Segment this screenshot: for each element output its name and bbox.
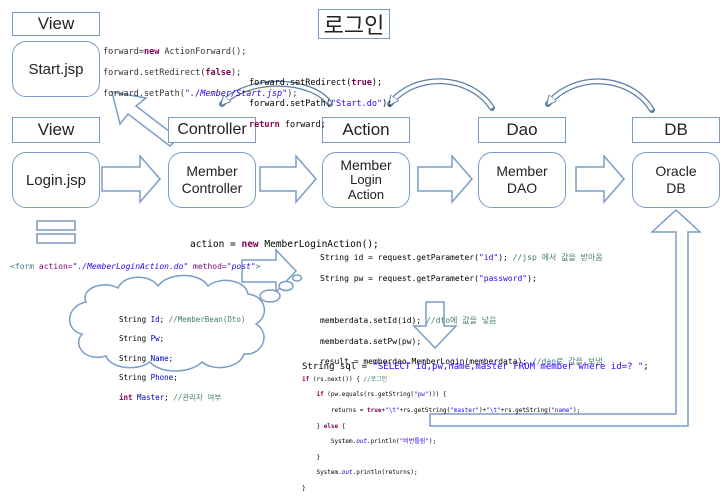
box-oracle-db: Oracle DB: [632, 152, 720, 208]
header-view: View: [12, 117, 100, 143]
code-result-check: if (rs.next()) { //로그인 if (pw.equals(rs.…: [302, 375, 581, 492]
return-arrow-db-to-dao: [545, 78, 655, 113]
box-start-jsp: Start.jsp: [12, 41, 100, 97]
input-field-icon: [36, 220, 76, 231]
header-controller: Controller: [168, 117, 256, 143]
arrow-login-to-controller: [101, 153, 161, 205]
code-action-forward: forward=new ActionForward(); forward.set…: [103, 46, 298, 100]
arrow-code-to-db: [429, 208, 702, 427]
box-login-jsp: Login.jsp: [12, 152, 100, 208]
code-sql: String sql = "SELECT id,pw,name,master F…: [302, 362, 649, 373]
arrow-action-to-dao: [417, 153, 473, 205]
box-member-login-action: Member Login Action: [322, 152, 410, 208]
input-field-icon: [36, 233, 76, 244]
dto-cloud: [69, 274, 303, 372]
arrow-controller-to-action: [259, 153, 317, 205]
box-member-dao: Member DAO: [478, 152, 566, 208]
page-title: 로그인: [318, 9, 390, 39]
return-arrow-dao-to-action: [387, 78, 495, 111]
header-dao: Dao: [478, 117, 566, 143]
code-redirect: forward.setRedirect(true); forward.setPa…: [249, 77, 393, 131]
header-db: DB: [632, 117, 720, 143]
header-view-top: View: [12, 12, 100, 36]
arrow-params-to-sql: [412, 301, 458, 350]
header-action: Action: [322, 117, 410, 143]
code-form: <form action="./MemberLoginAction.do" me…: [10, 262, 261, 271]
code-dto-fields: String Id; //MemberBean(Dto) String Pw; …: [119, 314, 246, 402]
arrow-dao-to-db: [575, 153, 625, 205]
code-request-params: String id = request.getParameter("id"); …: [320, 253, 603, 367]
code-new-action: action = new MemberLoginAction();: [190, 238, 379, 250]
box-member-controller: Member Controller: [168, 152, 256, 208]
